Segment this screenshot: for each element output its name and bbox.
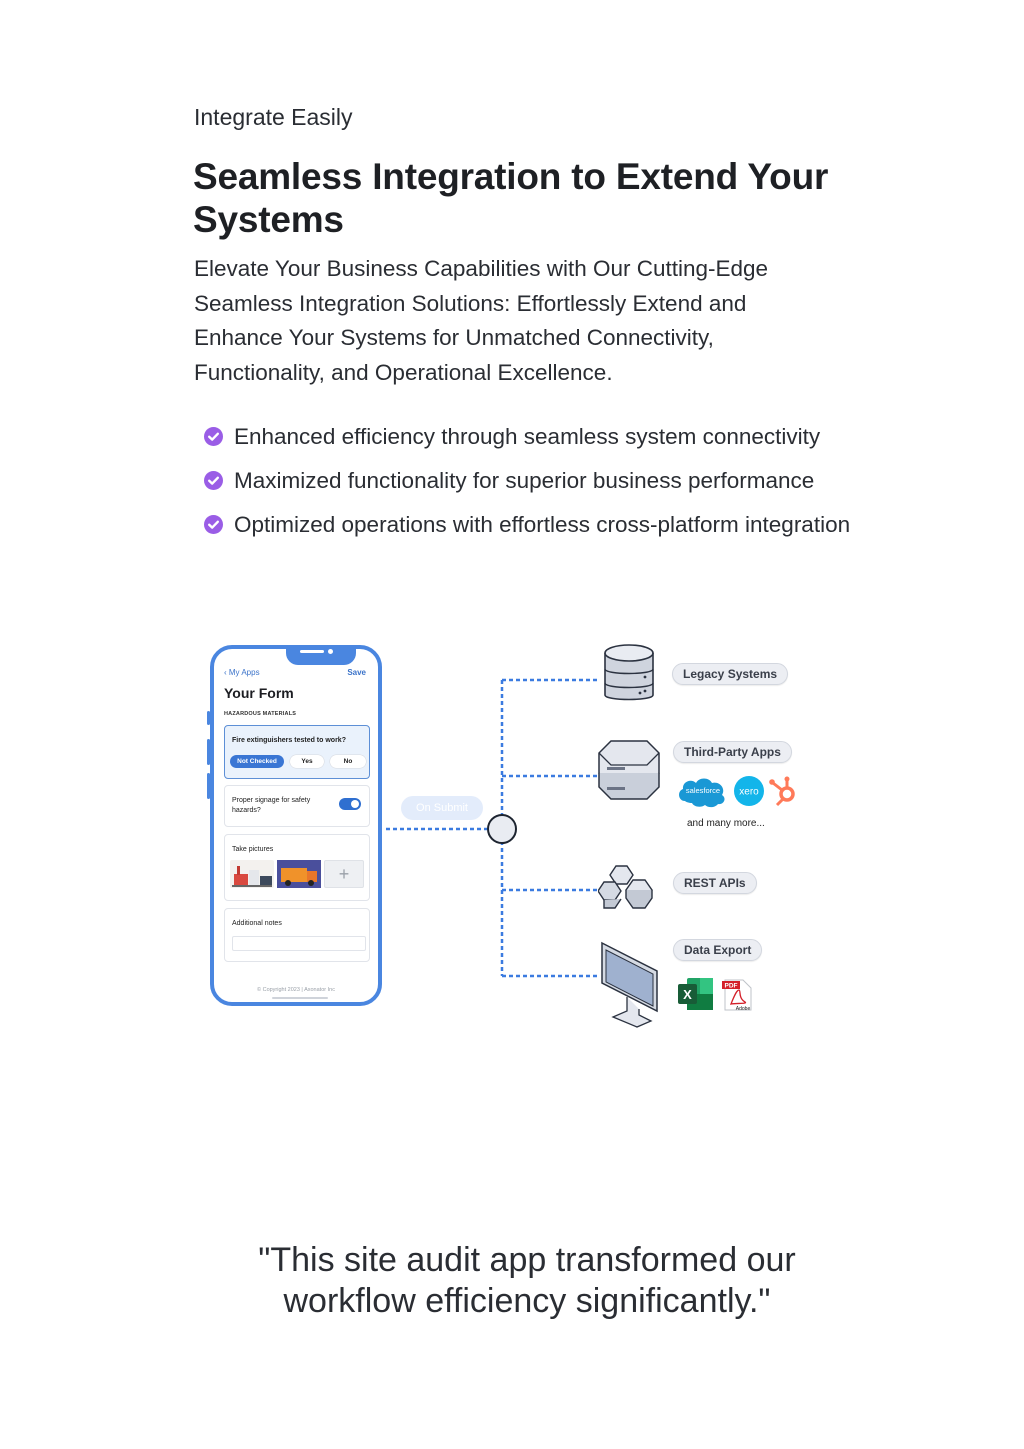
notes-label: Additional notes [232, 920, 282, 927]
eyebrow-label: Integrate Easily [194, 104, 353, 130]
copyright-text: © Copyright 2023 | Axonator Inc [257, 987, 335, 993]
phone-side-button [207, 739, 210, 765]
phone-notch [286, 645, 356, 665]
check-circle-icon [204, 427, 223, 446]
testimonial-quote: "This site audit app transformed our wor… [258, 1241, 796, 1320]
rest-apis-label: REST APIs [673, 872, 757, 894]
photo-thumbnail-factory[interactable] [230, 860, 274, 888]
hubspot-icon [769, 776, 795, 807]
svg-text:Adobe: Adobe [736, 1006, 751, 1012]
check-circle-icon [204, 471, 223, 490]
xero-logo: xero [734, 776, 764, 806]
check-circle-icon [204, 515, 223, 534]
svg-text:X: X [683, 987, 692, 1002]
chevron-left-icon: ‹ [224, 668, 229, 677]
option-no[interactable]: No [330, 755, 366, 768]
legacy-systems-label: Legacy Systems [672, 663, 789, 685]
notes-card: Additional notes [224, 908, 370, 962]
form-title: Your Form [224, 685, 294, 701]
form-section-label: HAZARDOUS MATERIALS [224, 711, 297, 717]
question-label: Fire extinguishers tested to work? [232, 737, 346, 744]
server-icon [598, 740, 660, 800]
back-link[interactable]: ‹ My Apps [224, 668, 260, 677]
salesforce-logo: salesforce [679, 778, 725, 808]
option-not-checked[interactable]: Not Checked [230, 755, 284, 768]
feature-item: Enhanced efficiency through seamless sys… [204, 420, 884, 454]
question-label: Proper signage for safety hazards? [232, 797, 311, 814]
option-yes[interactable]: Yes [290, 755, 324, 768]
data-export-label: Data Export [673, 939, 763, 961]
phone-side-button [207, 773, 210, 799]
feature-text: Maximized functionality for superior bus… [234, 468, 815, 493]
add-picture-button[interactable]: + [324, 860, 364, 888]
photo-thumbnail-truck[interactable] [277, 860, 321, 888]
feature-text: Optimized operations with effortless cro… [234, 512, 851, 537]
pictures-label: Take pictures [232, 846, 274, 853]
third-party-apps-label: Third-Party Apps [673, 741, 792, 763]
phone-side-button [207, 711, 210, 725]
home-indicator [272, 997, 328, 999]
monitor-icon [601, 941, 658, 1028]
hexagons-icon [598, 865, 653, 909]
integration-diagram: ‹ My Apps Save Your Form HAZARDOUS MATER… [200, 635, 820, 1035]
and-many-more-label: and many more... [687, 818, 765, 829]
integration-hub-node [487, 814, 517, 844]
feature-list: Enhanced efficiency through seamless sys… [204, 420, 884, 552]
phone-mockup: ‹ My Apps Save Your Form HAZARDOUS MATER… [207, 645, 382, 1006]
excel-icon: X [678, 978, 713, 1010]
feature-item: Optimized operations with effortless cro… [204, 508, 884, 542]
notes-input[interactable] [232, 936, 366, 951]
feature-item: Maximized functionality for superior bus… [204, 464, 884, 498]
signage-toggle[interactable] [339, 798, 361, 810]
question-card-signage: Proper signage for safety hazards? [224, 785, 370, 827]
save-button[interactable]: Save [347, 668, 366, 677]
database-icon [604, 644, 654, 701]
pictures-card: Take pictures + [224, 834, 370, 901]
section-title: Seamless Integration to Extend Your Syst… [193, 156, 829, 240]
svg-text:xero: xero [739, 787, 759, 798]
svg-text:salesforce: salesforce [686, 786, 720, 795]
feature-text: Enhanced efficiency through seamless sys… [234, 424, 821, 449]
svg-text:PDF: PDF [725, 983, 738, 990]
section-lead: Elevate Your Business Capabilities with … [194, 256, 769, 385]
on-submit-label: On Submit [401, 796, 483, 820]
pdf-icon: PDF Adobe [722, 979, 752, 1012]
question-card-fire-extinguishers: Fire extinguishers tested to work? Not C… [224, 725, 370, 779]
